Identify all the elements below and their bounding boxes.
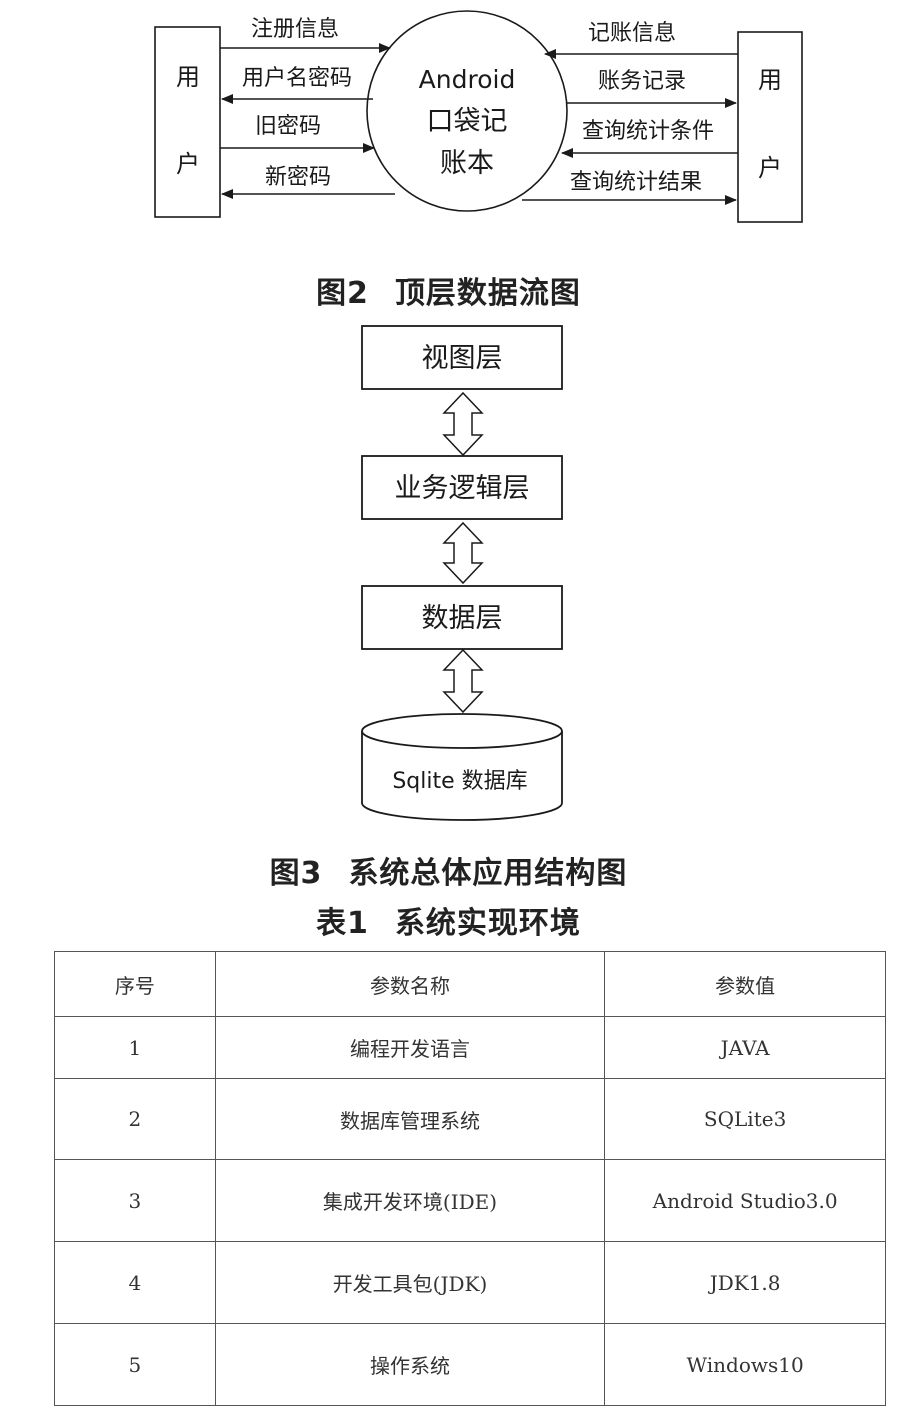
cell-param-value: JDK1.8 <box>604 1241 886 1324</box>
layer-label-data: 数据层 <box>422 603 503 634</box>
cell-param-value: Windows10 <box>604 1323 886 1406</box>
flow-label-username: 用户名密码 <box>242 66 352 91</box>
figure-3-caption: 图3 系统总体应用结构图 <box>0 848 897 892</box>
table-1-title: 系统实现环境 <box>394 906 581 941</box>
database-cylinder <box>361 713 563 821</box>
table-1-number: 表1 <box>316 906 369 941</box>
cell-index: 4 <box>54 1241 216 1324</box>
double-arrow-1 <box>442 391 484 457</box>
layer-box-business <box>361 455 563 520</box>
flow-label-records: 账务记录 <box>598 69 686 94</box>
right-user-box <box>737 31 803 223</box>
flow-label-old-password: 旧密码 <box>255 114 321 139</box>
header-param-value: 参数值 <box>604 951 886 1017</box>
left-user-char-1: 用 <box>176 63 200 91</box>
left-user-char-2: 户 <box>176 150 200 178</box>
figure-2-title: 顶层数据流图 <box>394 276 581 311</box>
cell-param-value: JAVA <box>604 1016 886 1079</box>
cell-param-name: 编程开发语言 <box>214 1016 606 1079</box>
table-row: 2 数据库管理系统 SQLite3 <box>54 1078 886 1160</box>
double-arrow-2 <box>442 521 484 585</box>
process-label-1: Android <box>419 65 516 94</box>
flow-label-query-results: 查询统计结果 <box>570 170 702 195</box>
figure-2-number: 图2 <box>316 276 369 311</box>
process-label-2: 口袋记 <box>427 106 508 137</box>
table-1-caption: 表1 系统实现环境 <box>0 898 897 942</box>
layer-box-view <box>361 325 563 390</box>
architecture-diagram: 视图层 业务逻辑层 数据层 Sqlite 数据库 <box>361 325 563 821</box>
cell-index: 3 <box>54 1159 216 1242</box>
figure-3-number: 图3 <box>269 856 323 891</box>
double-arrow-3 <box>442 648 484 714</box>
cell-param-name: 数据库管理系统 <box>214 1078 606 1160</box>
cell-param-name: 集成开发环境(IDE) <box>214 1159 606 1242</box>
process-label-3: 账本 <box>440 148 494 179</box>
cell-index: 1 <box>54 1016 216 1079</box>
right-user-char-2: 户 <box>758 154 782 182</box>
header-param-name: 参数名称 <box>214 951 606 1017</box>
layer-box-data <box>361 585 563 650</box>
data-flow-diagram: 用 户 用 户 Android 口袋记 账本 注册信息 用户名密码 旧密码 新密… <box>154 10 803 223</box>
table-row: 5 操作系统 Windows10 <box>54 1323 886 1406</box>
flow-label-register: 注册信息 <box>251 17 339 42</box>
header-index: 序号 <box>54 951 216 1017</box>
flow-label-bookkeeping: 记账信息 <box>588 21 676 46</box>
flow-label-new-password: 新密码 <box>265 165 331 190</box>
figure-2-caption: 图2 顶层数据流图 <box>0 268 897 312</box>
database-label: Sqlite 数据库 <box>392 769 527 794</box>
cell-index: 2 <box>54 1078 216 1160</box>
cell-param-name: 开发工具包(JDK) <box>214 1241 606 1324</box>
process-circle <box>366 10 568 212</box>
environment-table: 序号 参数名称 参数值 1 编程开发语言 JAVA 2 数据库管理系统 SQLi… <box>54 951 886 1406</box>
table-row: 3 集成开发环境(IDE) Android Studio3.0 <box>54 1159 886 1242</box>
cell-param-name: 操作系统 <box>214 1323 606 1406</box>
table-row: 1 编程开发语言 JAVA <box>54 1016 886 1079</box>
right-user-char-1: 用 <box>758 66 782 94</box>
layer-label-view: 视图层 <box>422 343 503 374</box>
left-user-box <box>154 26 221 218</box>
layer-label-business: 业务逻辑层 <box>395 473 530 504</box>
flow-label-query-conditions: 查询统计条件 <box>582 119 714 144</box>
figure-3-title: 系统总体应用结构图 <box>348 856 628 891</box>
cell-index: 5 <box>54 1323 216 1406</box>
cell-param-value: Android Studio3.0 <box>604 1159 886 1242</box>
cell-param-value: SQLite3 <box>604 1078 886 1160</box>
table-header-row: 序号 参数名称 参数值 <box>54 951 886 1017</box>
table-row: 4 开发工具包(JDK) JDK1.8 <box>54 1241 886 1324</box>
